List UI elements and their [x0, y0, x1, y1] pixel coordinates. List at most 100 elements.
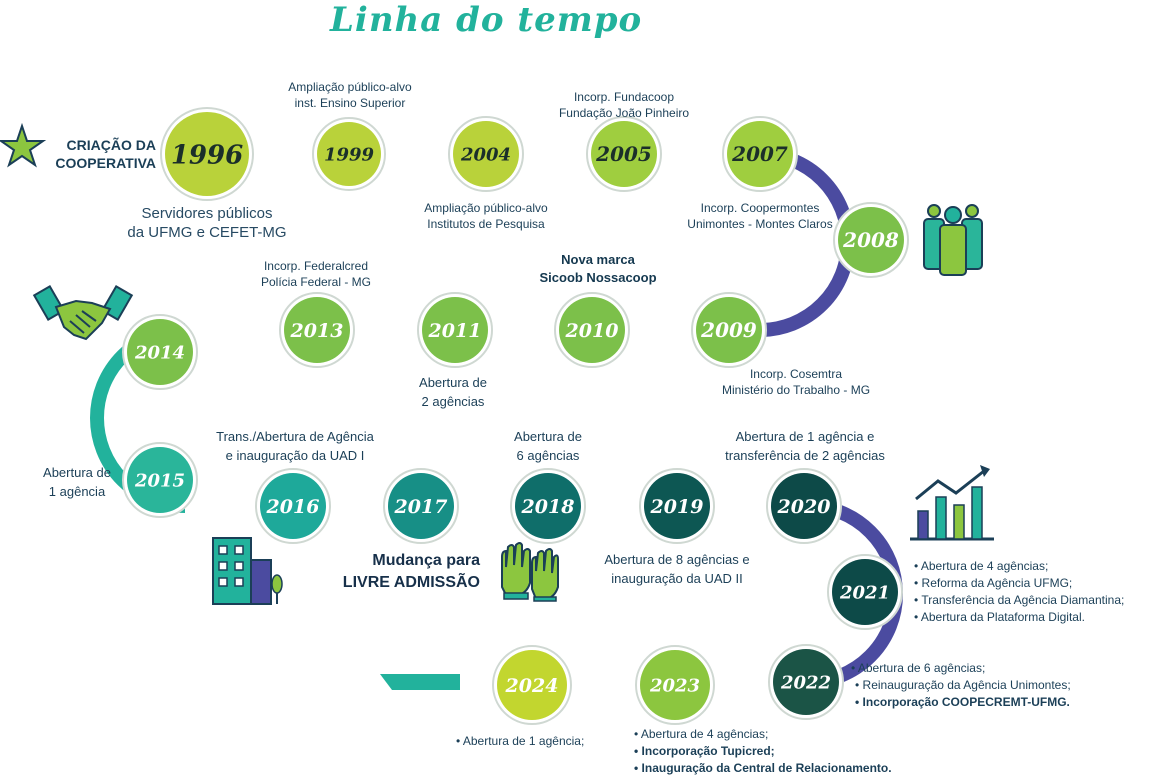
- label-2011-line1: Abertura de: [419, 375, 487, 390]
- milestone-year: 2008: [842, 228, 899, 252]
- label-2018-line2: 6 agências: [516, 448, 580, 463]
- milestone-dot: [773, 649, 839, 715]
- list-2022-item: • Reinauguração da Agência Unimontes;: [855, 678, 1071, 692]
- label-2015: Abertura de 1 agência: [43, 463, 111, 501]
- start-label-line1: CRIAÇÃO DA: [66, 137, 156, 153]
- list-2023-item: • Incorporação Tupicred;: [634, 744, 775, 758]
- ribbon-tail: [380, 674, 460, 690]
- label-2010: Nova marca Sicoob Nossacoop: [539, 251, 656, 287]
- milestone-dot: [559, 297, 625, 363]
- list-2021-item: • Abertura da Plataforma Digital.: [914, 610, 1085, 624]
- label-2005-line2: Fundação João Pinheiro: [558, 106, 690, 120]
- milestone-dot: [640, 650, 710, 720]
- milestone-dot: [422, 297, 488, 363]
- start-label: CRIAÇÃO DA COOPERATIVA: [46, 136, 156, 172]
- label-2016-line1: Trans./Abertura de Agência: [216, 429, 374, 444]
- label-2018: Abertura de 6 agências: [514, 427, 582, 465]
- milestone-dot: [838, 207, 904, 273]
- milestone-year: 2018: [521, 496, 575, 518]
- label-2020-line2: transferência de 2 agências: [725, 448, 885, 463]
- page-title: Linha do tempo: [330, 0, 643, 40]
- milestone-dot: [284, 297, 350, 363]
- milestone-dot: [497, 650, 567, 720]
- milestone-dot: [644, 473, 710, 539]
- milestone-dot: [127, 447, 193, 513]
- label-2013: Incorp. Federalcred Polícia Federal - MG: [261, 258, 371, 290]
- people-group-icon: [923, 204, 983, 276]
- milestone-year: 1996: [171, 140, 243, 170]
- label-2016-line2: e inauguração da UAD I: [225, 448, 365, 463]
- label-2015-line1: Abertura de: [43, 465, 111, 480]
- label-1999: Ampliação público-alvo inst. Ensino Supe…: [288, 79, 411, 111]
- milestone-2008: 2008: [833, 202, 909, 278]
- milestone-2011: 2011: [417, 292, 493, 368]
- milestone-year: 2021: [839, 582, 890, 603]
- milestone-2007: 2007: [722, 116, 798, 192]
- milestone-dot: [388, 473, 454, 539]
- label-2011: Abertura de 2 agências: [419, 373, 487, 411]
- milestone-2005: 2005: [586, 116, 662, 192]
- milestone-circles: 1996 1999 2004 2005 2007 2008 2009 2010 2011 2013…: [122, 107, 909, 725]
- milestone-year: 2014: [134, 342, 185, 363]
- milestone-dot: [260, 473, 326, 539]
- milestone-year: 2010: [565, 320, 619, 342]
- label-2009: Incorp. Cosemtra Ministério do Trabalho …: [722, 366, 870, 398]
- list-2023-item: • Abertura de 4 agências;: [634, 727, 769, 741]
- label-1996-line2: da UFMG e CEFET-MG: [127, 224, 287, 241]
- milestone-year: 2017: [394, 496, 448, 518]
- milestone-2018: 2018: [510, 468, 586, 544]
- milestone-dot: [317, 122, 381, 186]
- label-2020-line1: Abertura de 1 agência e: [735, 429, 875, 444]
- milestone-dot: [515, 473, 581, 539]
- milestone-dot: [771, 473, 837, 539]
- milestone-year: 2024: [505, 675, 559, 697]
- label-2009-line2: Ministério do Trabalho - MG: [721, 383, 871, 397]
- label-2007-line1: Incorp. Coopermontes: [700, 201, 820, 215]
- buildings-icon: [212, 537, 283, 605]
- label-2013-line1: Incorp. Federalcred: [263, 259, 369, 273]
- label-2004-line1: Ampliação público-alvo: [424, 201, 548, 215]
- milestone-dot: [165, 112, 249, 196]
- milestone-year: 2020: [777, 496, 831, 518]
- label-2018-line1: Abertura de: [514, 429, 582, 444]
- milestone-year: 2013: [290, 320, 344, 342]
- label-1999-line2: inst. Ensino Superior: [294, 96, 406, 110]
- milestone-2016: 2016: [255, 468, 331, 544]
- list-2024-item: • Abertura de 1 agência;: [456, 734, 585, 748]
- milestone-year: 2016: [266, 496, 320, 518]
- milestone-year: 2022: [780, 672, 831, 693]
- milestone-2014: 2014: [122, 314, 198, 390]
- label-2016: Trans./Abertura de Agência e inauguração…: [216, 427, 374, 465]
- milestone-year: 2023: [649, 675, 700, 696]
- milestone-dot: [127, 319, 193, 385]
- raised-hands-icon: [501, 542, 559, 602]
- list-2024: • Abertura de 1 agência;: [456, 733, 584, 750]
- milestone-year: 2011: [428, 320, 482, 342]
- list-2021-item: • Transferência da Agência Diamantina;: [914, 593, 1125, 607]
- milestone-2017: 2017: [383, 468, 459, 544]
- list-2022-item: • Abertura de 6 agências;: [851, 661, 986, 675]
- milestone-year: 2004: [460, 144, 511, 165]
- list-2022: • Abertura de 6 agências; • Reinauguraçã…: [851, 660, 1071, 711]
- label-2010-line1: Nova marca: [561, 252, 635, 267]
- milestone-dot: [832, 559, 898, 625]
- list-2021-item: • Reforma da Agência UFMG;: [914, 576, 1073, 590]
- label-2011-line2: 2 agências: [421, 394, 485, 409]
- list-2023: • Abertura de 4 agências; • Incorporação…: [634, 726, 892, 777]
- handshake-icon: [32, 285, 134, 341]
- milestone-2020: 2020: [766, 468, 842, 544]
- milestone-dot: [453, 121, 519, 187]
- label-2013-line2: Polícia Federal - MG: [260, 275, 372, 289]
- milestone-2009: 2009: [691, 292, 767, 368]
- milestone-2015: 2015: [122, 442, 198, 518]
- milestone-2004: 2004: [448, 116, 524, 192]
- label-2004: Ampliação público-alvo Institutos de Pes…: [424, 200, 547, 232]
- milestone-2019: 2019: [639, 468, 715, 544]
- milestone-year: 2007: [731, 142, 788, 166]
- list-2021: • Abertura de 4 agências; • Reforma da A…: [914, 558, 1124, 626]
- milestone-1999: 1999: [312, 117, 386, 191]
- list-2023-item: • Inauguração da Central de Relacionamen…: [634, 761, 892, 775]
- label-2017-line2: LIVRE ADMISSÃO: [342, 574, 480, 591]
